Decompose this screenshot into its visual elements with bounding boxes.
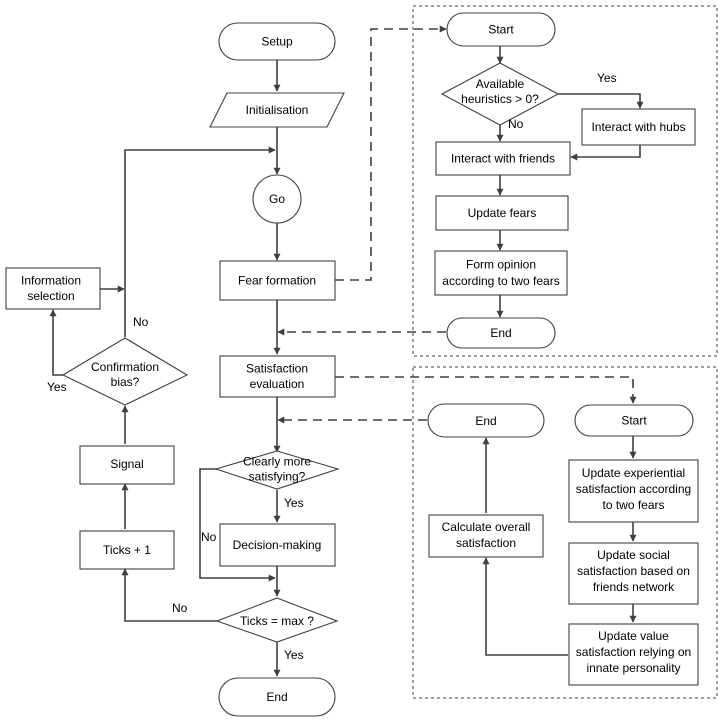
form-opinion-line2: according to two fears [442, 274, 559, 288]
fear-formation-label: Fear formation [238, 274, 316, 288]
ticks-plus-one-node: Ticks + 1 [79, 530, 175, 570]
satisfaction-evaluation-node: Satisfaction evaluation [219, 355, 336, 398]
update-fears-node: Update fears [435, 195, 569, 231]
interact-with-friends-label: Interact with friends [451, 152, 555, 166]
calculate-overall-node: Calculate overall satisfaction [428, 514, 544, 558]
calculate-overall-line1: Calculate overall [442, 520, 531, 534]
confirmation-bias-line1: Confirmation [91, 360, 159, 374]
available-heuristics-line2: heuristics > 0? [461, 92, 539, 106]
clearly-more-satisfying-decision: Clearly more satisfying? [214, 450, 340, 490]
update-social-node: Update social satisfaction based on frie… [568, 542, 699, 605]
satisfaction-subprocess-frame [412, 366, 718, 699]
decision-making-node: Decision-making [219, 523, 336, 567]
go-node: Go [252, 174, 302, 224]
fear-start-node: Start [446, 12, 556, 47]
information-selection-node: Information selection [5, 267, 101, 310]
yes-end-label: Yes [284, 648, 304, 662]
form-opinion-line1: Form opinion [466, 258, 536, 272]
update-value-line2: satisfaction relying on [576, 645, 691, 659]
update-experiential-node: Update experiential satisfaction accordi… [568, 459, 699, 523]
form-opinion-node: Form opinion according to two fears [434, 250, 568, 296]
interact-with-friends-node: Interact with friends [435, 141, 571, 176]
confirmation-bias-line2: bias? [111, 375, 140, 389]
update-social-line2: satisfaction based on [577, 564, 690, 578]
ticks-max-decision: Ticks = max ? [215, 597, 339, 643]
update-social-line3: friends network [593, 580, 675, 594]
clearly-more-satisfying-line1: Clearly more [243, 455, 311, 469]
ticks-plus-one-label: Ticks + 1 [103, 543, 151, 557]
update-experiential-line1: Update experiential [582, 466, 685, 480]
sat-start-node: Start [574, 404, 694, 437]
no-clearly-label: No [201, 530, 217, 544]
go-label: Go [269, 192, 285, 206]
yes-hubs-label: Yes [597, 71, 617, 85]
initialisation-label: Initialisation [246, 103, 309, 117]
fear-formation-node: Fear formation [219, 260, 336, 301]
signal-label: Signal [110, 457, 143, 471]
sat-end-label: End [475, 414, 496, 428]
no-friends-label: No [508, 117, 524, 131]
confirmation-bias-decision: Confirmation bias? [61, 337, 189, 406]
no-confirmation-label: No [133, 315, 149, 329]
decision-making-label: Decision-making [233, 538, 322, 552]
fear-end-node: End [446, 317, 556, 349]
fear-end-label: End [490, 326, 511, 340]
sat-start-label: Start [621, 414, 647, 428]
update-value-node: Update value satisfaction relying on inn… [568, 623, 699, 686]
update-value-line1: Update value [598, 629, 669, 643]
clearly-more-satisfying-line2: satisfying? [249, 470, 306, 484]
no-ticks-label: No [172, 601, 188, 615]
end-main-label: End [266, 690, 287, 704]
setup-node: Setup [218, 22, 336, 61]
fear-formation-subprocess-frame [412, 5, 718, 357]
yes-confirmation-label: Yes [47, 380, 67, 394]
available-heuristics-line1: Available [476, 77, 525, 91]
end-main-node: End [218, 677, 336, 717]
update-social-line1: Update social [597, 548, 670, 562]
interact-with-hubs-node: Interact with hubs [581, 108, 696, 146]
information-selection-line1: Information [21, 274, 81, 288]
update-experiential-line2: satisfaction according [576, 482, 691, 496]
ticks-max-label: Ticks = max ? [240, 614, 314, 628]
calculate-overall-line2: satisfaction [456, 536, 516, 550]
update-fears-label: Update fears [468, 206, 537, 220]
signal-node: Signal [79, 445, 175, 485]
dashed-connectors [277, 25, 637, 424]
satisfaction-evaluation-label-line2: evaluation [250, 377, 305, 391]
update-experiential-line3: to two fears [602, 498, 664, 512]
available-heuristics-decision: Available heuristics > 0? [440, 62, 560, 126]
satisfaction-evaluation-label-line1: Satisfaction [246, 362, 308, 376]
setup-label: Setup [261, 35, 293, 49]
interact-with-hubs-label: Interact with hubs [591, 120, 685, 134]
update-value-line3: innate personality [586, 661, 680, 675]
information-selection-line2: selection [27, 289, 74, 303]
sat-end-node: End [427, 403, 545, 438]
yes-decision-label: Yes [284, 496, 304, 510]
edges [49, 46, 644, 677]
fear-start-label: Start [488, 23, 514, 37]
initialisation-node: Initialisation [209, 92, 345, 128]
